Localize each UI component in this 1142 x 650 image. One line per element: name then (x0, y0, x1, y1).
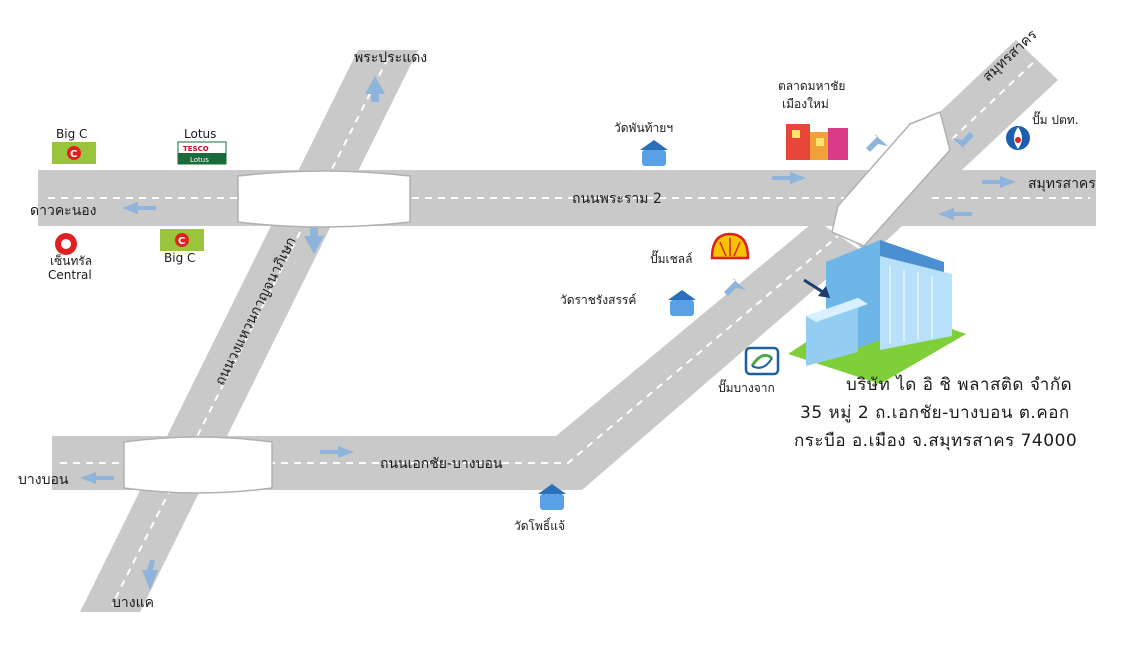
label-market-line2: เมืองใหม่ (782, 97, 829, 111)
ptt-logo (1006, 126, 1030, 150)
temple-icon (640, 140, 668, 166)
road-ekachai (52, 220, 860, 490)
overpass-ekachai-ring (123, 436, 273, 494)
company-address-line3: กระบือ อ.เมือง จ.สมุทรสาคร 74000 (794, 431, 1077, 451)
label-shell: ปั๊มเชลล์ (650, 250, 692, 266)
label-big-c-bottom: Big C (164, 251, 195, 265)
label-central: Central (48, 268, 92, 282)
svg-text:Lotus: Lotus (190, 156, 209, 164)
company-name: บริษัท ได อิ ชิ พลาสติด จำกัด (846, 374, 1072, 395)
company-address-line2: 35 หมู่ 2 ถ.เอกชัย-บางบอน ต.คอก (800, 403, 1070, 423)
direction-dao-khanong: ดาวคะนอง (30, 203, 97, 219)
direction-samut-sakhon-right: สมุทรสาคร (1028, 176, 1096, 192)
shell-logo (710, 232, 750, 260)
central-logo (55, 233, 77, 255)
svg-text:C: C (70, 149, 77, 160)
overpass-rama2-ring (237, 170, 411, 228)
label-wat-racha: วัดราชรังสรรค์ (560, 293, 636, 307)
company-building-icon (788, 240, 966, 384)
label-market-line1: ตลาดมหาชัย (778, 79, 845, 93)
big-c-logo-top: C (52, 142, 96, 164)
direction-phra-pradaeng: พระประแดง (354, 50, 427, 66)
overpass-samut-sakhon (831, 110, 951, 247)
temple-icon (538, 484, 566, 510)
road-label-ekachai: ถนนเอกชัย-บางบอน (380, 456, 503, 472)
lotus-logo: TESCO Lotus (177, 141, 227, 165)
road-label-rama2: ถนนพระราม 2 (572, 191, 662, 207)
label-wat-phosi: วัดโพธิ์แจ้ (514, 517, 565, 533)
big-c-logo-bottom: C (160, 229, 204, 251)
direction-bang-khae: บางแค (112, 595, 154, 611)
label-wat-phanthai: วัดพันท้ายฯ (614, 121, 673, 135)
pointer-arrow-icon (803, 278, 830, 298)
bangchak-logo (744, 346, 780, 376)
direction-bang-bon: บางบอน (18, 472, 69, 488)
temple-icon (668, 290, 696, 316)
label-central-thai: เซ็นทรัล (50, 253, 92, 268)
label-big-c-top: Big C (56, 127, 87, 141)
label-bangchak: ปั๊มบางจาก (718, 379, 775, 395)
label-lotus: Lotus (184, 127, 216, 141)
market-icon (786, 124, 848, 160)
svg-text:TESCO: TESCO (183, 145, 209, 153)
svg-text:C: C (178, 236, 185, 247)
label-ptt: ปั๊ม ปตท. (1032, 111, 1078, 127)
traffic-arrows (80, 76, 1016, 590)
